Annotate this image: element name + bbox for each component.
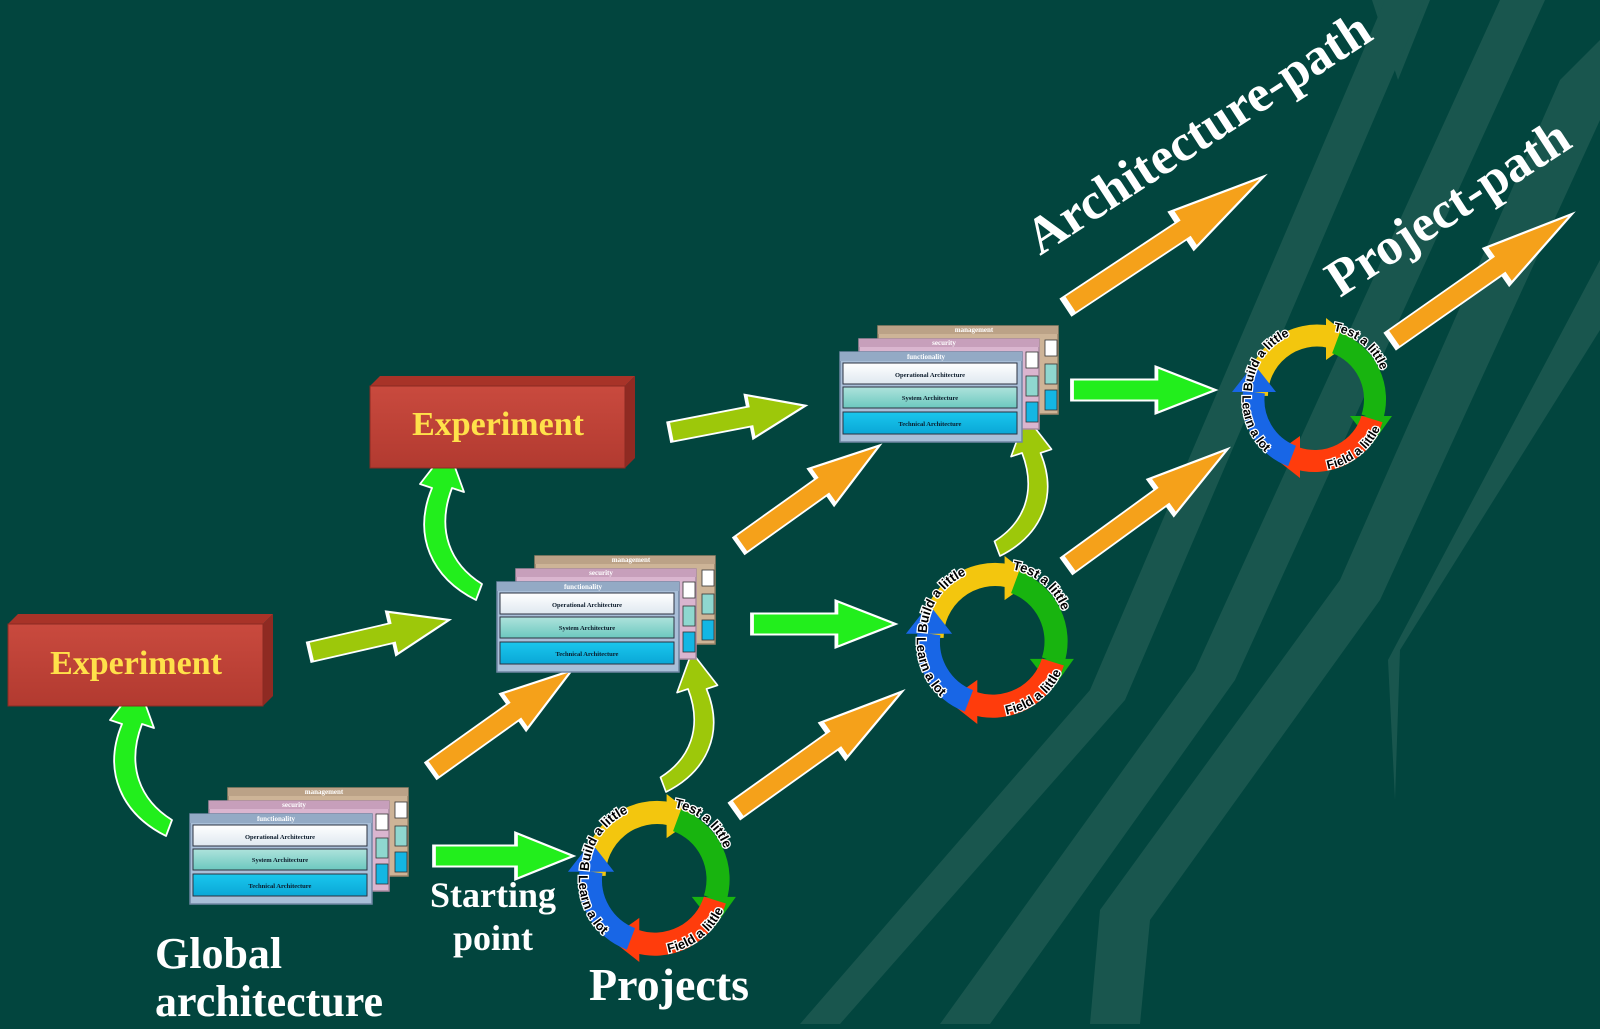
project-cycle-2: Build a little Test a little Field a lit…: [905, 556, 1074, 724]
curved-lime-arrow-1: [659, 651, 719, 793]
orange-arrow-3: [723, 674, 915, 828]
stack-management-label: management: [955, 326, 994, 334]
curved-green-arrow-2: [419, 447, 483, 601]
system-architecture-label: System Architecture: [902, 395, 958, 402]
stack-security-label: security: [589, 569, 613, 577]
stack-functionality-label: functionality: [564, 583, 603, 591]
stack-functionality-label: functionality: [257, 815, 296, 823]
green-arrow-3: [1070, 365, 1218, 415]
orange-arrow-1: [417, 650, 587, 790]
experiment-label-1: Experiment: [50, 645, 223, 682]
global-label-line1: Global: [155, 929, 282, 978]
stack-management-label: management: [305, 788, 344, 796]
global-label-line2: architecture: [155, 977, 383, 1024]
starting-point-line2: point: [453, 918, 533, 958]
operational-architecture-label: Operational Architecture: [245, 834, 315, 841]
experiment-box-1: Experiment: [7, 614, 273, 707]
architecture-stack-1: management security functionality Operat…: [189, 787, 409, 905]
technical-architecture-label: Technical Architecture: [249, 883, 312, 890]
architecture-stack-3: management security functionality Operat…: [839, 325, 1059, 443]
starting-point-line1: Starting: [430, 875, 556, 915]
architecture-stack-2: management security functionality Operat…: [496, 555, 716, 673]
orange-arrow-2: [725, 425, 895, 565]
technical-architecture-label: Technical Architecture: [899, 421, 962, 428]
projects-label: Projects: [589, 959, 749, 1010]
project-cycle-1: Build a little Test a little Field a lit…: [567, 794, 736, 962]
experiment-box-2: Experiment: [369, 376, 635, 469]
stack-management-label: management: [612, 556, 651, 564]
stack-security-label: security: [932, 339, 956, 347]
system-architecture-label: System Architecture: [252, 857, 308, 864]
curved-green-arrow-1: [109, 683, 173, 837]
green-arrow-1: [432, 831, 576, 881]
stack-functionality-label: functionality: [907, 353, 946, 361]
operational-architecture-label: Operational Architecture: [895, 372, 965, 379]
technical-architecture-label: Technical Architecture: [556, 651, 619, 658]
lime-arrow-2: [664, 382, 812, 456]
stack-security-label: security: [282, 801, 306, 809]
operational-architecture-label: Operational Architecture: [552, 602, 622, 609]
green-arrow-2: [750, 599, 898, 649]
lime-arrow-1: [303, 596, 456, 676]
system-architecture-label: System Architecture: [559, 625, 615, 632]
experiment-label-2: Experiment: [412, 406, 585, 443]
